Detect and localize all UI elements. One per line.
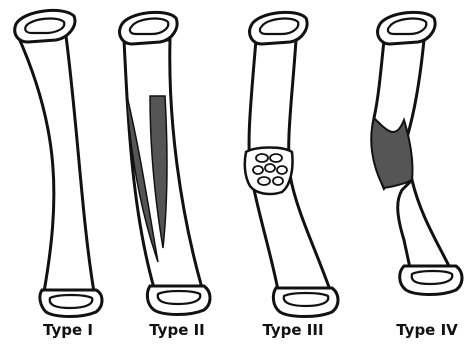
bone-type-2: [120, 12, 210, 314]
bone-type-1-bottom-cavity: [50, 295, 93, 308]
bone-type-4-lower-fragment: [398, 180, 450, 268]
bone-type-2-bottom-cavity: [158, 291, 201, 304]
type-4-label: Type IV: [382, 319, 470, 341]
type-3-label: Type III: [248, 319, 338, 341]
fragment-5: [277, 166, 287, 174]
fragment-2: [270, 154, 282, 162]
type-1-label: Type I: [28, 319, 108, 341]
fragment-4: [265, 164, 275, 172]
fragment-6: [258, 177, 270, 185]
bone-type-3: [245, 12, 338, 316]
bone-type-4-bottom-cavity: [412, 271, 453, 284]
fragment-1: [256, 154, 268, 162]
bone-type-3-bottom-cavity: [284, 293, 329, 306]
bone-type-1-shaft: [18, 36, 94, 292]
bone-type-1: [15, 10, 102, 316]
fragment-3: [253, 166, 263, 174]
fragment-7: [273, 177, 283, 185]
bone-type-4: [371, 12, 462, 294]
type-2-label: Type II: [132, 319, 222, 341]
bone-type-3-fragments: [253, 154, 287, 185]
